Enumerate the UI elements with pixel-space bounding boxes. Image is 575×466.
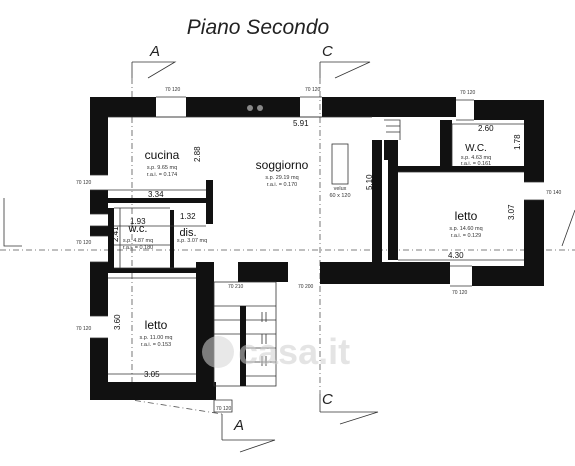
window-tags: 70 120 70 120 70 120 70 120 70 120 70 12… <box>76 87 562 412</box>
section-arrow-right <box>561 209 575 247</box>
room-rai: r.a.i. = 0.174 <box>147 172 177 178</box>
window-tag-stair-1: 70 210 <box>228 284 244 290</box>
room-surface: s.p. 9.65 mq <box>147 165 177 171</box>
room-cucina: cucina s.p. 9.65 mq r.a.i. = 0.174 <box>145 148 180 178</box>
window-tag-left-3: 70 120 <box>76 326 92 332</box>
section-arrow-a-top <box>131 61 177 79</box>
room-letto-right: letto s.p. 14.60 mq r.a.i. = 0.129 <box>449 209 482 239</box>
window-tag-bottom-a: 70 120 <box>216 406 232 412</box>
stairs <box>213 281 277 413</box>
section-label-c-top: C <box>322 43 333 60</box>
section-arrow-left <box>3 198 22 247</box>
window-tag-bottom-right: 70 120 <box>452 290 468 296</box>
section-label-a-bottom: A <box>233 417 244 434</box>
interior-walls <box>108 120 524 273</box>
room-letto-left: letto s.p. 11.00 mq r.a.i. = 0.153 <box>140 318 173 348</box>
velux-size: 60 x 120 <box>329 193 350 199</box>
dim-288: 2.88 <box>193 146 202 162</box>
room-surface: s.p. 11.00 mq <box>140 335 173 341</box>
room-surface: s.p. 29.19 mq <box>265 175 298 181</box>
section-label-a-top: A <box>149 43 160 60</box>
dim-430: 4.30 <box>448 251 464 260</box>
room-name: soggiorno <box>256 158 309 172</box>
dim-260: 2.60 <box>478 124 494 133</box>
watermark-logo-icon <box>202 336 234 368</box>
dimensions: 5.91 2.60 2.88 1.78 3.34 5.10 3.07 1.93 … <box>111 119 522 379</box>
room-name: letto <box>455 209 478 223</box>
dim-305: 3.05 <box>144 370 160 379</box>
room-name: letto <box>145 318 168 332</box>
window-tag-right: 70 140 <box>546 190 562 196</box>
velux-window <box>331 143 349 185</box>
room-name: dis. <box>179 227 196 239</box>
plan-title: Piano Secondo <box>187 16 330 39</box>
section-arrow-c-bottom <box>319 394 379 425</box>
room-name: W.C. <box>465 143 487 154</box>
room-soggiorno: soggiorno s.p. 29.19 mq r.a.i. = 0.170 <box>256 158 309 188</box>
room-rai: r.a.i. = 0.161 <box>461 161 491 167</box>
section-label-c-bottom: C <box>322 391 333 408</box>
window-markers <box>90 96 544 339</box>
dim-510: 5.10 <box>365 174 374 190</box>
window-tag-stair-2: 70 200 <box>298 284 314 290</box>
room-dis: dis. s.p. 3.07 mq <box>177 227 207 244</box>
room-name: cucina <box>145 148 180 162</box>
exterior-walls <box>90 97 544 400</box>
velux-label: velux 60 x 120 <box>329 186 350 199</box>
dim-334: 3.34 <box>148 190 164 199</box>
dim-241: 2.41 <box>111 226 120 242</box>
window-tag-top-right: 70 120 <box>460 90 476 96</box>
room-rai: r.a.i. = 0.170 <box>267 182 297 188</box>
room-surface: s.p. 14.60 mq <box>449 226 482 232</box>
window-tag-left-2: 70 120 <box>76 240 92 246</box>
section-arrow-a-bottom <box>221 414 276 453</box>
room-rai: r.a.i. = 0.153 <box>141 342 171 348</box>
interior-lines <box>108 116 524 375</box>
room-wc-right: W.C. s.p. 4.63 mq r.a.i. = 0.161 <box>461 143 491 167</box>
dim-360: 3.60 <box>113 314 122 330</box>
watermark-text: casa.it <box>238 331 350 372</box>
watermark: casa.it <box>202 331 350 372</box>
section-arrow-c-top <box>319 61 371 79</box>
room-rai: r.a.i. = 0.129 <box>451 233 481 239</box>
room-name: w.c. <box>128 223 148 235</box>
dim-178: 1.78 <box>513 134 522 150</box>
room-surface: s.p. 4.87 mq <box>123 238 153 244</box>
window-tag-top-left: 70 120 <box>165 87 181 93</box>
dim-132: 1.32 <box>180 212 196 221</box>
dim-591: 5.91 <box>293 119 309 128</box>
room-surface: s.p. 4.63 mq <box>461 155 491 161</box>
room-wc-left: w.c. s.p. 4.87 mq r.a.i. = 0.180 <box>123 223 153 251</box>
window-tag-top-mid: 70 120 <box>305 87 321 93</box>
room-surface: s.p. 3.07 mq <box>177 238 207 244</box>
dim-307: 3.07 <box>507 204 516 220</box>
dim-193: 1.93 <box>130 217 146 226</box>
velux-name: velux <box>334 186 347 192</box>
window-tag-left-1: 70 120 <box>76 180 92 186</box>
room-rai: r.a.i. = 0.180 <box>123 245 153 251</box>
